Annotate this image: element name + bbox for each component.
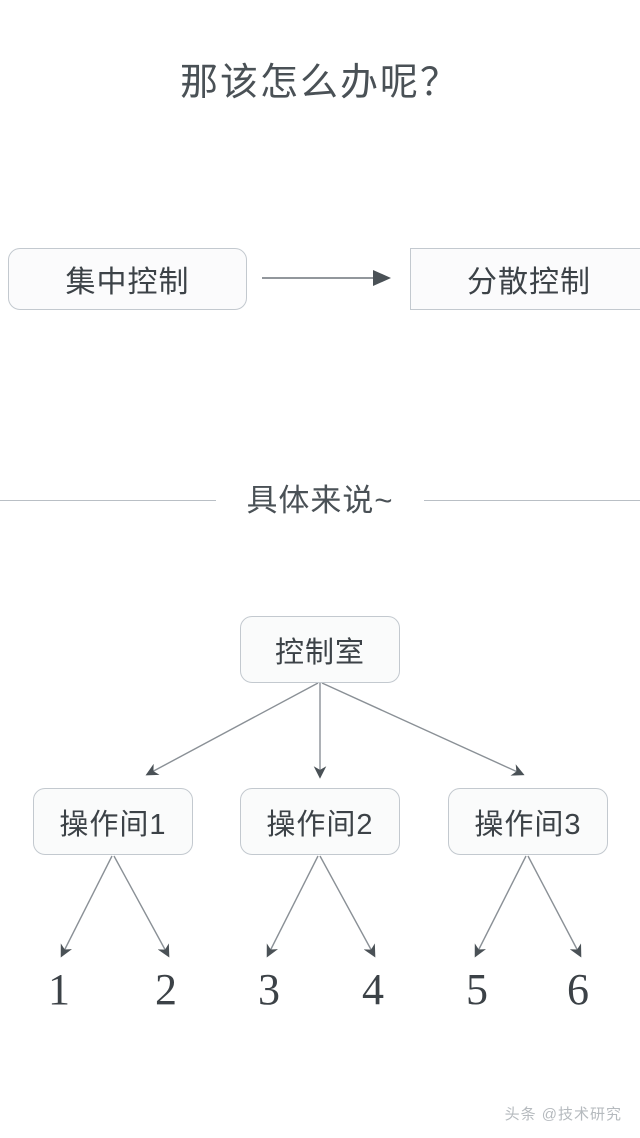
divider-line-right xyxy=(424,500,640,501)
flow-box-distributed-control-label: 分散控制 xyxy=(467,266,591,299)
tree-node-operation-room-3: 操作间3 xyxy=(448,788,608,855)
tree-node-control-room: 控制室 xyxy=(240,616,400,683)
page-title: 那该怎么办呢？ xyxy=(179,62,460,104)
flow-box-distributed-control: 分散控制 xyxy=(410,248,640,310)
tree-node-operation-room-2: 操作间2 xyxy=(240,788,400,855)
flow-box-centralized-control-label: 集中控制 xyxy=(65,266,190,299)
divider-line-left xyxy=(0,500,216,501)
tree-node-operation-room-3-label: 操作间3 xyxy=(474,808,582,841)
flow-box-centralized-control: 集中控制 xyxy=(8,248,247,310)
tree-leaf-5: 5 xyxy=(466,965,488,1014)
tree-leaf-4: 4 xyxy=(362,965,384,1014)
arrow-right-icon xyxy=(262,270,391,286)
tree-node-operation-room-1-label: 操作间1 xyxy=(59,808,167,841)
tree-leaf-1: 1 xyxy=(48,965,70,1014)
tree-leaf-2: 2 xyxy=(155,965,177,1014)
tree-node-control-room-label: 控制室 xyxy=(274,636,365,669)
tree-node-operation-room-1: 操作间1 xyxy=(33,788,193,855)
tree-node-operation-room-2-label: 操作间2 xyxy=(266,808,374,841)
tree-leaf-3: 3 xyxy=(258,965,280,1014)
section-divider-label: 具体来说~ xyxy=(246,483,394,518)
watermark: 头条 @技术研究 xyxy=(504,1106,622,1123)
tree-leaf-6: 6 xyxy=(567,965,589,1014)
